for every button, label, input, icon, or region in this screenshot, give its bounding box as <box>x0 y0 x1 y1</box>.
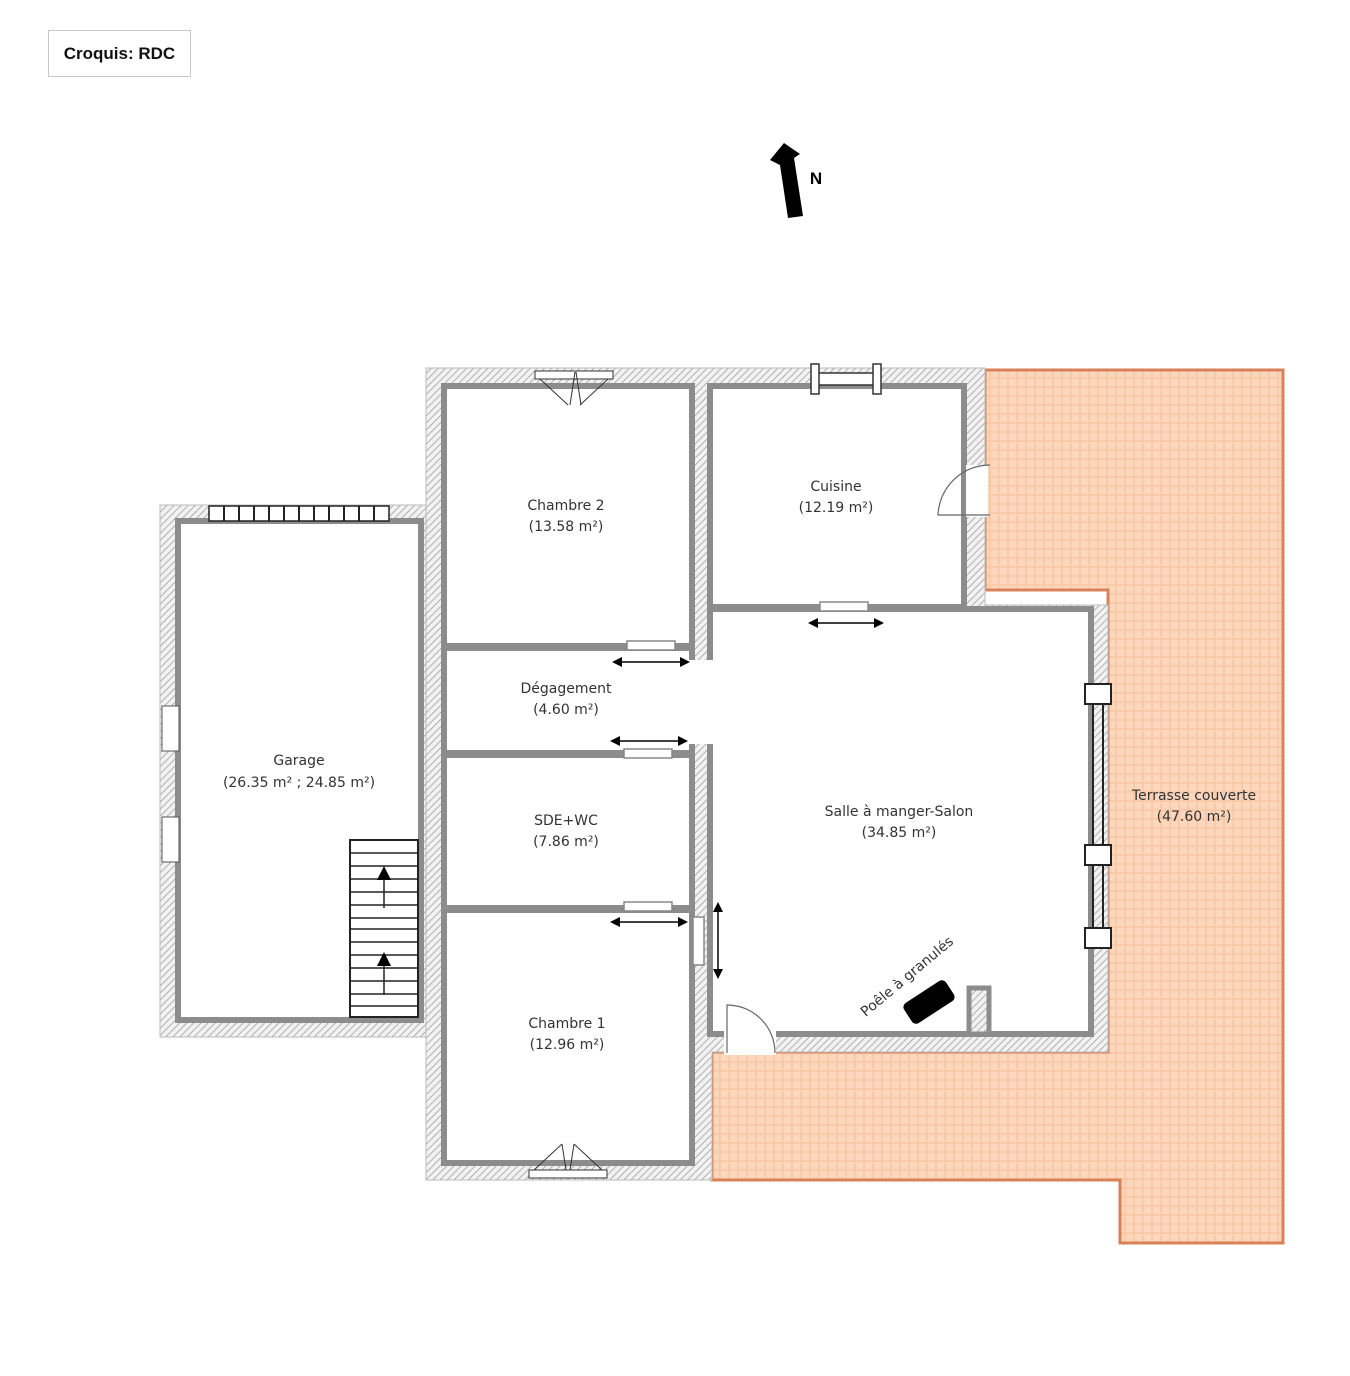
room-chambre-1 <box>441 907 695 1166</box>
room-name: Garage <box>273 753 324 769</box>
room-salle-salon <box>707 606 1094 1037</box>
room-chambre-2 <box>441 383 695 649</box>
north-label: N <box>810 169 822 188</box>
sliding-door <box>623 901 673 912</box>
room-degagement <box>441 645 695 756</box>
sliding-door <box>623 748 673 759</box>
room-area: (4.60 m²) <box>533 702 599 718</box>
window-chambre-2 <box>534 370 614 406</box>
room-area: (12.19 m²) <box>799 500 874 516</box>
room-name: Salle à manger-Salon <box>825 804 974 820</box>
room-cuisine <box>707 383 967 610</box>
garage-door <box>208 505 390 522</box>
room-name: Chambre 2 <box>527 498 604 514</box>
window <box>161 705 180 752</box>
room-area: (13.58 m²) <box>529 519 604 535</box>
plan-title: Croquis: RDC <box>48 30 191 77</box>
north-arrow-icon <box>770 143 803 218</box>
room-area: (26.35 m² ; 24.85 m²) <box>223 775 375 791</box>
room-area: (34.85 m²) <box>862 825 937 841</box>
room-area: (47.60 m²) <box>1157 809 1232 825</box>
sliding-door <box>626 640 676 651</box>
room-name: SDE+WC <box>534 813 598 829</box>
room-name: Dégagement <box>521 681 612 697</box>
room-sde-wc <box>441 752 695 911</box>
window-cuisine <box>810 363 882 395</box>
chimney <box>966 985 992 1037</box>
window-chambre-1 <box>528 1143 608 1179</box>
window <box>161 816 180 863</box>
room-area: (7.86 m²) <box>533 834 599 850</box>
staircase <box>349 839 419 1018</box>
room-name: Chambre 1 <box>528 1016 605 1032</box>
room-name: Cuisine <box>810 479 861 495</box>
room-area: (12.96 m²) <box>530 1037 605 1053</box>
door-salon <box>724 1004 776 1055</box>
bay-window <box>1084 683 1112 949</box>
slide-arrows <box>614 622 880 975</box>
door-cuisine <box>937 464 991 517</box>
pellet-stove-icon <box>903 980 955 1024</box>
room-name: Terrasse couverte <box>1131 788 1256 804</box>
sliding-door <box>692 916 705 966</box>
sliding-door <box>819 601 869 612</box>
